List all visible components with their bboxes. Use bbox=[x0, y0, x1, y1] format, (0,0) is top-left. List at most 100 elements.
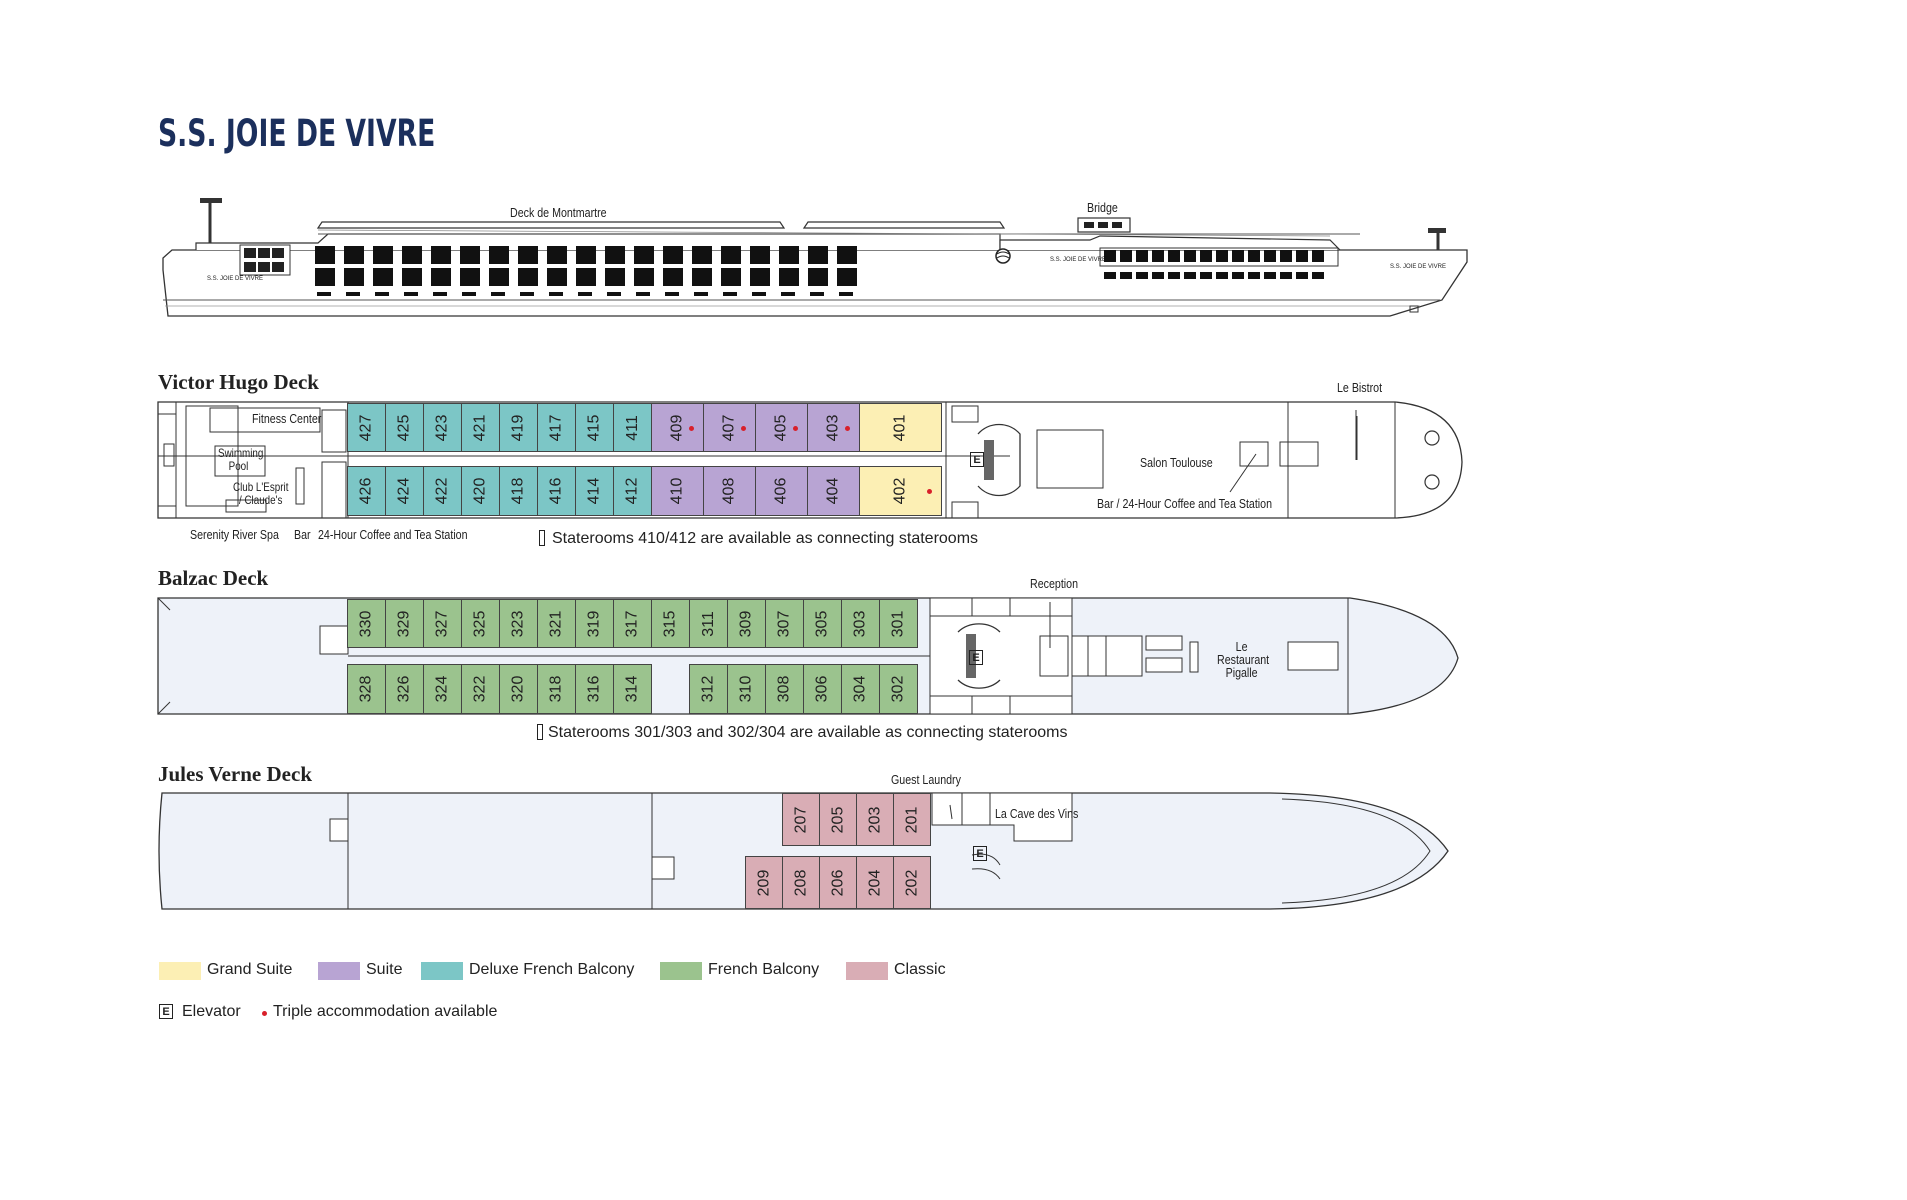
stateroom-423[interactable]: 423 bbox=[423, 403, 462, 452]
stateroom-323[interactable]: 323 bbox=[499, 599, 538, 648]
stateroom-310[interactable]: 310 bbox=[727, 664, 766, 714]
stateroom-number: 302 bbox=[889, 675, 907, 703]
stateroom-number: 411 bbox=[623, 414, 641, 441]
stateroom-number: 301 bbox=[889, 610, 907, 637]
stateroom-421[interactable]: 421 bbox=[461, 403, 500, 452]
jules-verne-deck-title: Jules Verne Deck bbox=[158, 762, 312, 786]
stateroom-number: 420 bbox=[471, 477, 489, 505]
stateroom-203[interactable]: 203 bbox=[856, 793, 894, 846]
stateroom-number: 407 bbox=[720, 414, 738, 441]
stateroom-419[interactable]: 419 bbox=[499, 403, 538, 452]
stateroom-322[interactable]: 322 bbox=[461, 664, 500, 714]
balzac-note: Staterooms 301/303 and 302/304 are avail… bbox=[548, 724, 1068, 741]
stateroom-312[interactable]: 312 bbox=[689, 664, 728, 714]
stateroom-328[interactable]: 328 bbox=[347, 664, 386, 714]
stateroom-205[interactable]: 205 bbox=[819, 793, 857, 846]
club-lesprit-label: Club L'Esprit / Claude's bbox=[232, 480, 289, 507]
stateroom-307[interactable]: 307 bbox=[765, 599, 804, 648]
stateroom-201[interactable]: 201 bbox=[893, 793, 931, 846]
legend-swatch-french-balcony bbox=[660, 962, 702, 980]
stateroom-404[interactable]: 404 bbox=[807, 466, 860, 516]
stateroom-325[interactable]: 325 bbox=[461, 599, 500, 648]
stateroom-416[interactable]: 416 bbox=[537, 466, 576, 516]
stateroom-204[interactable]: 204 bbox=[856, 856, 894, 909]
stateroom-317[interactable]: 317 bbox=[613, 599, 652, 648]
stateroom-411[interactable]: 411 bbox=[613, 403, 652, 452]
stateroom-417[interactable]: 417 bbox=[537, 403, 576, 452]
stateroom-number: 323 bbox=[509, 610, 527, 637]
stateroom-303[interactable]: 303 bbox=[841, 599, 880, 648]
legend-elevator-label: Elevator bbox=[182, 1003, 241, 1020]
stateroom-320[interactable]: 320 bbox=[499, 664, 538, 714]
triple-dot-icon bbox=[262, 1011, 267, 1016]
stateroom-315[interactable]: 315 bbox=[651, 599, 690, 648]
stateroom-number: 406 bbox=[772, 477, 790, 505]
stateroom-407[interactable]: 407 bbox=[703, 403, 756, 452]
stateroom-301[interactable]: 301 bbox=[879, 599, 918, 648]
stateroom-number: 208 bbox=[791, 869, 809, 896]
stateroom-number: 321 bbox=[547, 610, 565, 637]
stateroom-420[interactable]: 420 bbox=[461, 466, 500, 516]
stateroom-414[interactable]: 414 bbox=[575, 466, 614, 516]
stateroom-319[interactable]: 319 bbox=[575, 599, 614, 648]
stateroom-412[interactable]: 412 bbox=[613, 466, 652, 516]
stateroom-422[interactable]: 422 bbox=[423, 466, 462, 516]
stateroom-number: 402 bbox=[891, 477, 909, 505]
stateroom-number: 206 bbox=[828, 869, 846, 896]
stateroom-409[interactable]: 409 bbox=[651, 403, 704, 452]
stateroom-408[interactable]: 408 bbox=[703, 466, 756, 516]
stateroom-number: 316 bbox=[585, 675, 603, 703]
stateroom-415[interactable]: 415 bbox=[575, 403, 614, 452]
stateroom-number: 329 bbox=[395, 610, 413, 637]
stateroom-308[interactable]: 308 bbox=[765, 664, 804, 714]
stateroom-309[interactable]: 309 bbox=[727, 599, 766, 648]
stateroom-209[interactable]: 209 bbox=[745, 856, 783, 909]
stateroom-327[interactable]: 327 bbox=[423, 599, 462, 648]
stateroom-316[interactable]: 316 bbox=[575, 664, 614, 714]
stateroom-number: 202 bbox=[902, 869, 920, 896]
svg-text:S.S. JOIE DE VIVRE: S.S. JOIE DE VIVRE bbox=[1390, 264, 1446, 270]
stateroom-314[interactable]: 314 bbox=[613, 664, 652, 714]
stateroom-318[interactable]: 318 bbox=[537, 664, 576, 714]
stateroom-425[interactable]: 425 bbox=[385, 403, 424, 452]
stateroom-306[interactable]: 306 bbox=[803, 664, 842, 714]
stateroom-405[interactable]: 405 bbox=[755, 403, 808, 452]
stateroom-number: 405 bbox=[772, 414, 790, 441]
stateroom-number: 414 bbox=[585, 477, 603, 505]
stateroom-418[interactable]: 418 bbox=[499, 466, 538, 516]
stateroom-206[interactable]: 206 bbox=[819, 856, 857, 909]
bar-label: Bar bbox=[294, 527, 311, 542]
stateroom-406[interactable]: 406 bbox=[755, 466, 808, 516]
stateroom-number: 205 bbox=[828, 806, 846, 833]
stateroom-208[interactable]: 208 bbox=[782, 856, 820, 909]
stateroom-207[interactable]: 207 bbox=[782, 793, 820, 846]
stateroom-329[interactable]: 329 bbox=[385, 599, 424, 648]
stateroom-302[interactable]: 302 bbox=[879, 664, 918, 714]
stateroom-number: 401 bbox=[891, 414, 909, 441]
stateroom-424[interactable]: 424 bbox=[385, 466, 424, 516]
stateroom-326[interactable]: 326 bbox=[385, 664, 424, 714]
legend-swatch-suite bbox=[318, 962, 360, 980]
stateroom-330[interactable]: 330 bbox=[347, 599, 386, 648]
stateroom-403[interactable]: 403 bbox=[807, 403, 860, 452]
svg-text:S.S. JOIE DE VIVRE: S.S. JOIE DE VIVRE bbox=[1050, 257, 1106, 263]
stateroom-321[interactable]: 321 bbox=[537, 599, 576, 648]
stateroom-number: 328 bbox=[357, 675, 375, 703]
stateroom-number: 309 bbox=[737, 610, 755, 637]
la-cave-des-vins-label: La Cave des Vins bbox=[995, 806, 1079, 821]
svg-text:S.S. JOIE DE VIVRE: S.S. JOIE DE VIVRE bbox=[207, 276, 263, 282]
stateroom-number: 422 bbox=[433, 477, 451, 505]
stateroom-426[interactable]: 426 bbox=[347, 466, 386, 516]
balzac-deck-plan bbox=[157, 597, 1459, 715]
stateroom-number: 404 bbox=[824, 477, 842, 505]
stateroom-304[interactable]: 304 bbox=[841, 664, 880, 714]
triple-dot-icon bbox=[689, 425, 694, 431]
stateroom-202[interactable]: 202 bbox=[893, 856, 931, 909]
stateroom-410[interactable]: 410 bbox=[651, 466, 704, 516]
stateroom-401[interactable]: 401 bbox=[859, 403, 942, 452]
elevator-icon: E bbox=[159, 1004, 173, 1019]
stateroom-305[interactable]: 305 bbox=[803, 599, 842, 648]
stateroom-311[interactable]: 311 bbox=[689, 599, 728, 648]
stateroom-427[interactable]: 427 bbox=[347, 403, 386, 452]
stateroom-324[interactable]: 324 bbox=[423, 664, 462, 714]
